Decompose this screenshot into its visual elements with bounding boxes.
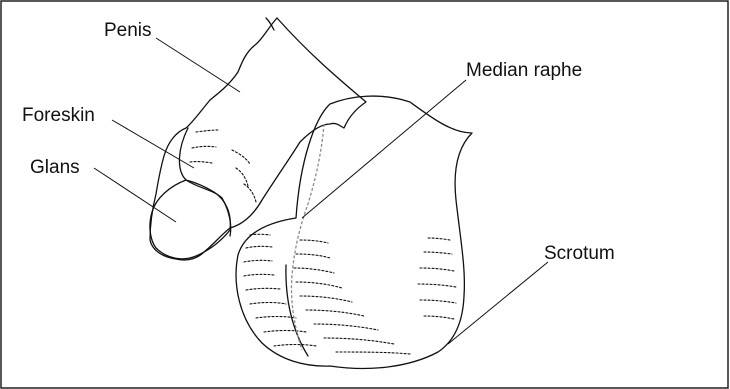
median-raphe-line (291, 124, 324, 350)
foreskin-edge (179, 128, 230, 236)
label-scrotum: Scrotum (544, 243, 615, 264)
label-foreskin: Foreskin (22, 105, 95, 126)
penis-leader (156, 38, 240, 92)
scrotum-texture (244, 234, 456, 354)
scrotum-fold-line (286, 265, 308, 356)
penis-shaft (150, 18, 366, 260)
label-median-raphe: Median raphe (466, 60, 582, 81)
scrotum-shape (236, 96, 472, 368)
label-glans: Glans (30, 157, 80, 178)
glans-leader (94, 168, 176, 222)
glans-shape (150, 180, 230, 259)
median-raphe-leader (302, 80, 466, 218)
foreskin-folds (190, 130, 256, 202)
label-penis: Penis (104, 20, 152, 41)
